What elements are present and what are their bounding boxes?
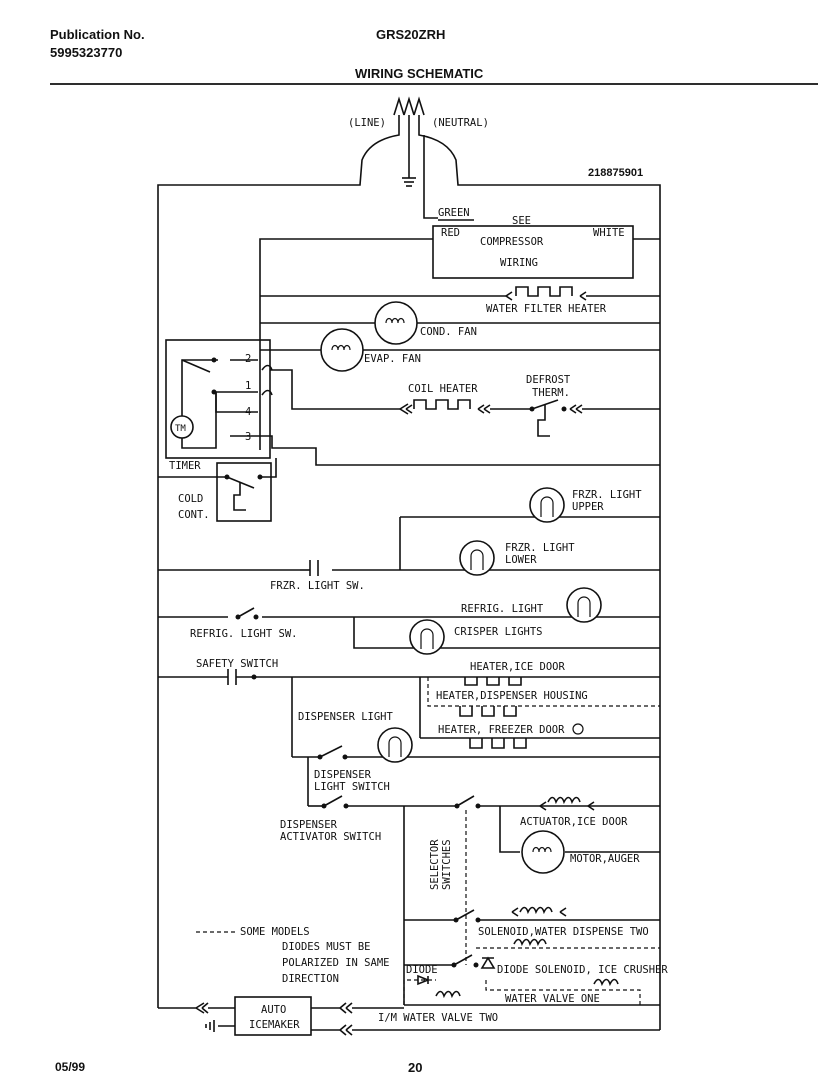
cont-label: CONT. bbox=[178, 509, 210, 521]
red-label: RED bbox=[441, 227, 460, 239]
cond-fan-motor-icon bbox=[374, 301, 418, 345]
motor-auger-label: MOTOR,AUGER bbox=[570, 853, 640, 865]
ice-crusher-coil bbox=[513, 938, 547, 947]
dispenser-activator-label: DISPENSER bbox=[280, 819, 338, 831]
crisper-lights-label: CRISPER LIGHTS bbox=[454, 626, 543, 638]
publication-label: Publication No. bbox=[50, 27, 145, 42]
evap-fan-motor-icon bbox=[320, 328, 364, 372]
frzr-light-upper-label: FRZR. LIGHT bbox=[572, 489, 642, 501]
frzr-light-lower-label: FRZR. LIGHT bbox=[505, 542, 575, 554]
direction-label: DIRECTION bbox=[282, 973, 339, 985]
light-switch-label: LIGHT SWITCH bbox=[314, 781, 390, 793]
diodes-must-be-label: DIODES MUST BE bbox=[282, 941, 371, 953]
svg-text:SELECTOR: SELECTOR bbox=[429, 839, 441, 890]
terminal-4-label: 4 bbox=[245, 406, 251, 418]
heater-ice-door-label: HEATER,ICE DOOR bbox=[470, 661, 566, 673]
compressor-box bbox=[432, 225, 634, 279]
crisper-light-bulb-icon bbox=[409, 619, 445, 655]
svg-text:SWITCHES: SWITCHES bbox=[441, 839, 453, 890]
water-valve-diode-icon bbox=[417, 974, 431, 986]
solenoid-water-dispense-coil bbox=[519, 906, 553, 915]
defrost-label: DEFROST bbox=[526, 374, 571, 386]
red-wire bbox=[259, 238, 433, 450]
im-water-valve-two-label: I/M WATER VALVE TWO bbox=[378, 1012, 498, 1024]
heater-dispenser-housing-label: HEATER,DISPENSER HOUSING bbox=[436, 690, 588, 702]
diode-solenoid-ice-crusher-label: DIODE SOLENOID, ICE CRUSHER bbox=[497, 964, 668, 976]
evap-fan-label: EVAP. FAN bbox=[364, 353, 421, 365]
auto-label: AUTO bbox=[261, 1004, 286, 1016]
line-wire bbox=[157, 115, 400, 1008]
diode-label: DIODE bbox=[406, 964, 438, 976]
polarized-in-same-label: POLARIZED IN SAME bbox=[282, 957, 389, 969]
actuator-ice-door-coil bbox=[547, 796, 581, 805]
dispenser-activator-switch bbox=[323, 795, 343, 807]
cond-fan-label: COND. FAN bbox=[420, 326, 477, 338]
terminal-2-label: 2 bbox=[245, 353, 251, 365]
copyright-mark-icon bbox=[572, 723, 584, 735]
icemaker-label: ICEMAKER bbox=[249, 1019, 300, 1031]
ground-icon bbox=[402, 177, 416, 187]
water-filter-heater-element bbox=[515, 286, 573, 297]
plug-arrows bbox=[393, 96, 425, 116]
water-filter-heater-label: WATER FILTER HEATER bbox=[486, 303, 607, 315]
heater-dispenser-housing-element bbox=[459, 706, 517, 717]
safety-switch-label: SAFETY SWITCH bbox=[196, 658, 278, 670]
neutral-label: (NEUTRAL) bbox=[432, 117, 489, 129]
dispenser-light-switch bbox=[319, 745, 343, 758]
refrig-light-sw-label: REFRIG. LIGHT SW. bbox=[190, 628, 297, 640]
heater-freezer-door-label: HEATER, FREEZER DOOR bbox=[438, 724, 565, 736]
cold-label: COLD bbox=[178, 493, 203, 505]
refrig-light-switch bbox=[228, 607, 262, 622]
model-number: GRS20ZRH bbox=[376, 27, 446, 42]
footer-date: 05/99 bbox=[55, 1060, 86, 1074]
tm-label: TM bbox=[175, 424, 186, 434]
green-label: GREEN bbox=[438, 207, 470, 219]
line-label: (LINE) bbox=[348, 117, 386, 129]
water-valve-one-coil bbox=[435, 990, 461, 999]
neutral-wire bbox=[418, 115, 661, 1030]
coil-heater-label: COIL HEATER bbox=[408, 383, 478, 395]
upper-label: UPPER bbox=[572, 501, 604, 513]
water-valve-one-label: WATER VALVE ONE bbox=[505, 993, 600, 1005]
timer-box bbox=[165, 339, 271, 459]
frzr-light-upper-bulb-icon bbox=[529, 487, 565, 523]
frzr-light-switch bbox=[300, 560, 332, 576]
terminal-1-label: 1 bbox=[245, 380, 251, 392]
therm-label: THERM. bbox=[532, 387, 570, 399]
selector-switches-label: SELECTOR SWITCHES bbox=[429, 839, 453, 890]
activator-switch-label: ACTIVATOR SWITCH bbox=[280, 831, 381, 843]
timer-label: TIMER bbox=[169, 460, 201, 472]
terminal-3-label: 3 bbox=[245, 431, 251, 443]
section-title: WIRING SCHEMATIC bbox=[355, 66, 484, 81]
frzr-light-sw-label: FRZR. LIGHT SW. bbox=[270, 580, 365, 592]
green-wire bbox=[423, 135, 438, 219]
dispenser-light-bulb-icon bbox=[377, 727, 413, 763]
lower-label: LOWER bbox=[505, 554, 537, 566]
chassis-ground-icon bbox=[205, 1020, 235, 1032]
page-number: 20 bbox=[408, 1060, 423, 1075]
diagram-number: 218875901 bbox=[588, 167, 643, 179]
actuator-ice-door-label: ACTUATOR,ICE DOOR bbox=[520, 816, 628, 828]
cold-control-box bbox=[216, 462, 272, 522]
coil-heater-element bbox=[413, 399, 471, 410]
heater-freezer-door-element bbox=[469, 738, 527, 749]
solenoid-water-dispense-two-label: SOLENOID,WATER DISPENSE TWO bbox=[478, 926, 649, 938]
dispenser-light-label: DISPENSER LIGHT bbox=[298, 711, 394, 723]
refrig-light-bulb-icon bbox=[566, 587, 602, 623]
dispenser-label: DISPENSER bbox=[314, 769, 372, 781]
refrig-light-label: REFRIG. LIGHT bbox=[461, 603, 544, 615]
heater-ice-door-element bbox=[464, 677, 522, 686]
white-label: WHITE bbox=[593, 227, 625, 239]
see-label: SEE bbox=[512, 215, 531, 227]
ice-crusher-diode-icon bbox=[480, 956, 496, 969]
some-models-label: SOME MODELS bbox=[240, 926, 310, 938]
motor-auger-icon bbox=[521, 830, 565, 874]
compressor-label: COMPRESSOR bbox=[480, 236, 544, 248]
frzr-light-lower-bulb-icon bbox=[459, 540, 495, 576]
auto-icemaker-box bbox=[234, 996, 312, 1036]
publication-number: 5995323770 bbox=[50, 45, 123, 60]
wiring-label: WIRING bbox=[500, 257, 538, 269]
